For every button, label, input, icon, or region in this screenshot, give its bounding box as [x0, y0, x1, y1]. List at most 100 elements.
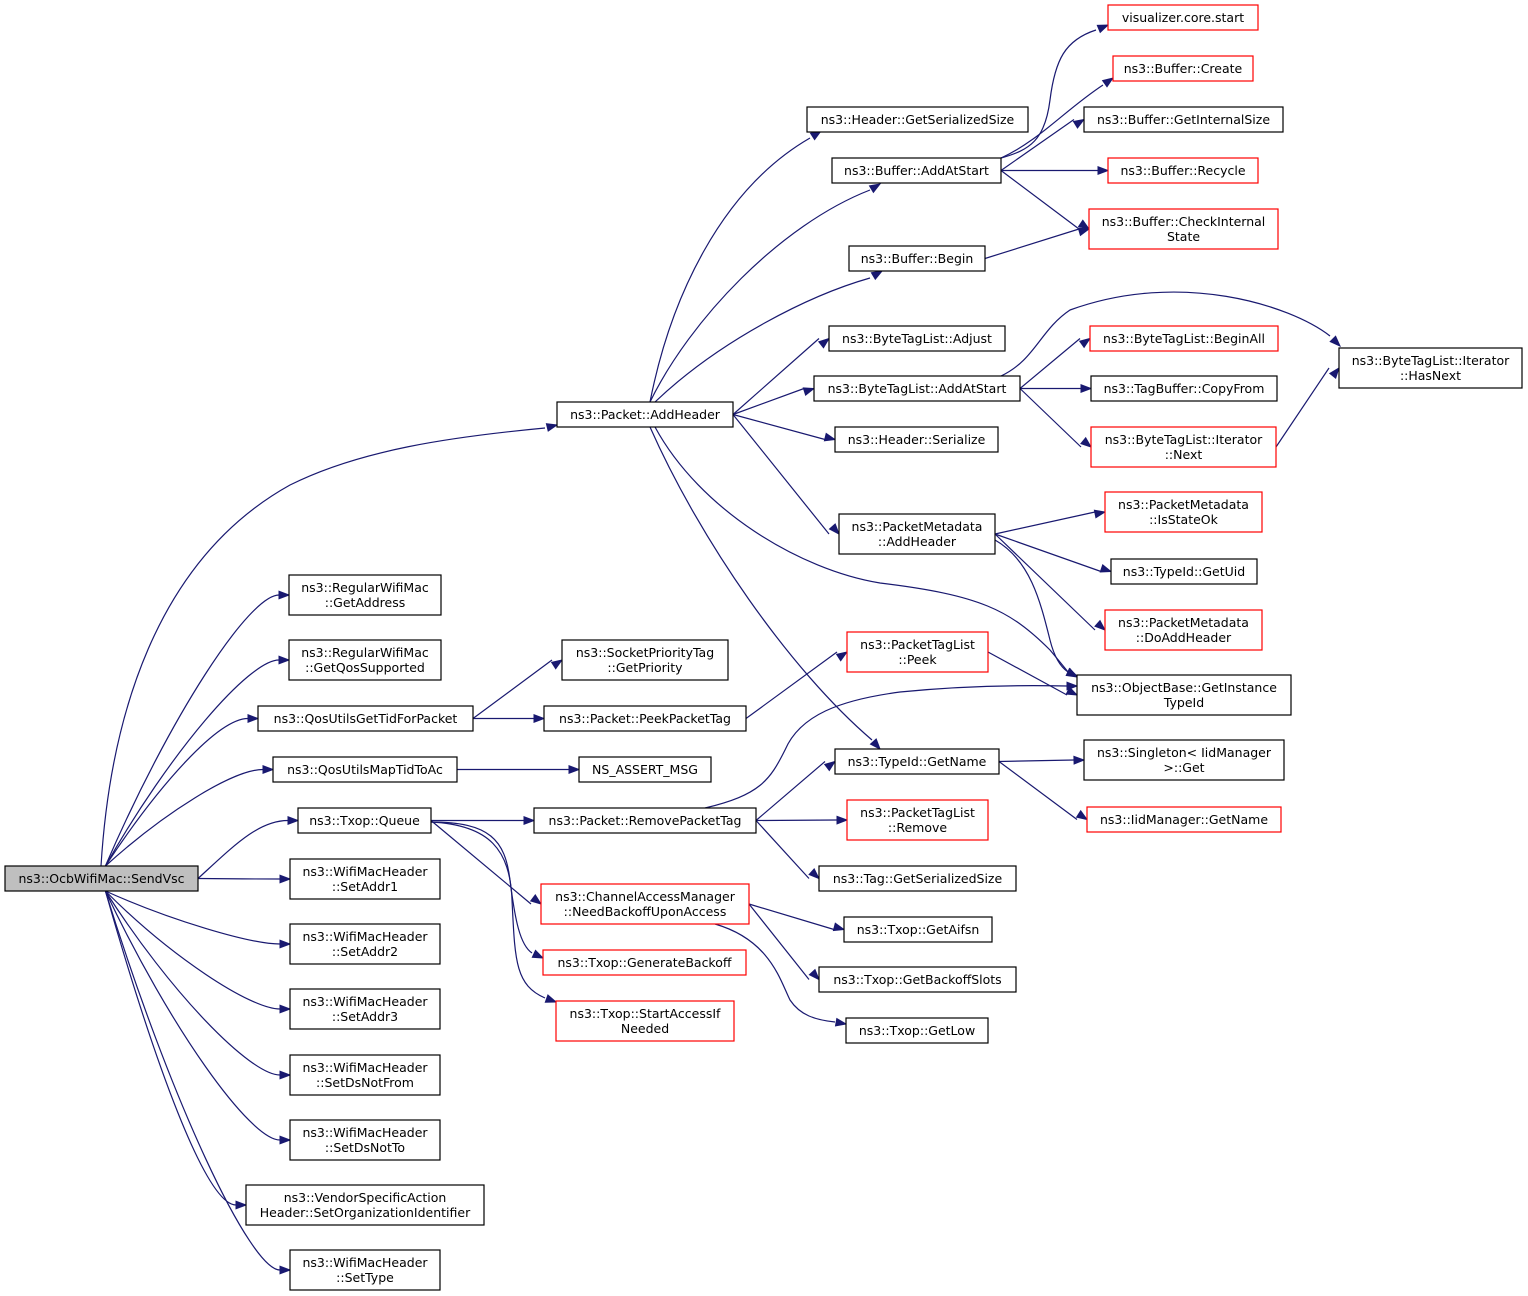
- node-hdrserialize-box: [834, 426, 999, 453]
- edge-peekpackettag-to-ptlpeek: [745, 651, 849, 719]
- node-bufbegin[interactable]: ns3::Buffer::Begin: [848, 245, 986, 272]
- node-vizcorestart[interactable]: visualizer.core.start: [1107, 4, 1259, 31]
- edge-btladdatstart-to-btliternext-arrowhead: [1080, 436, 1093, 448]
- node-getlow[interactable]: ns3::Txop::GetLow: [845, 1017, 989, 1044]
- node-tagbufcopy[interactable]: ns3::TagBuffer::CopyFrom: [1090, 375, 1278, 402]
- node-label-line: ::Peek: [898, 652, 937, 667]
- node-pmdoaddheader[interactable]: ns3::PacketMetadata::DoAddHeader: [1104, 609, 1263, 651]
- node-setdsnotfrom[interactable]: ns3::WifiMacHeader::SetDsNotFrom: [289, 1054, 441, 1096]
- edge-needbackoff-to-getlow: [714, 923, 848, 1027]
- node-label-line: ::SetDsNotFrom: [316, 1075, 414, 1090]
- node-btladdatstart[interactable]: ns3::ByteTagList::AddAtStart: [813, 375, 1021, 402]
- edge-qosgettid-to-sockprio-arrowhead: [550, 659, 564, 670]
- node-setaddr3[interactable]: ns3::WifiMacHeader::SetAddr3: [289, 988, 441, 1030]
- node-bufgetinternal[interactable]: ns3::Buffer::GetInternalSize: [1083, 106, 1284, 133]
- edge-removepackettag-to-taggetser-arrowhead: [808, 868, 821, 880]
- node-vendorsetorg[interactable]: ns3::VendorSpecificActionHeader::SetOrga…: [245, 1184, 485, 1226]
- node-sendvsc[interactable]: ns3::OcbWifiMac::SendVsc: [4, 865, 199, 892]
- node-label-line: ::GetAddress: [325, 595, 405, 610]
- node-peekpackettag[interactable]: ns3::Packet::PeekPacketTag: [543, 705, 747, 732]
- node-getaifsn[interactable]: ns3::Txop::GetAifsn: [843, 916, 993, 943]
- node-label-line: ::SetAddr2: [332, 944, 398, 959]
- edge-sendvsc-to-setdsnotto-arrowhead: [279, 1135, 292, 1145]
- node-bufbegin-box: [848, 245, 986, 272]
- node-getaddress-box: [288, 574, 442, 616]
- edge-typeidgetname-to-iidgetname-arrowhead: [1075, 809, 1089, 821]
- node-btlbeginall[interactable]: ns3::ByteTagList::BeginAll: [1089, 325, 1279, 352]
- edge-addheader-to-btladjust: [732, 337, 831, 415]
- node-bufaddatstart[interactable]: ns3::Buffer::AddAtStart: [831, 157, 1002, 184]
- node-settype[interactable]: ns3::WifiMacHeader::SetType: [289, 1249, 441, 1291]
- edge-typeidgetname-to-singletonget: [998, 755, 1086, 765]
- node-btladjust-box: [828, 325, 1006, 352]
- node-genbackoff-box: [542, 949, 747, 976]
- node-getbackoffslots[interactable]: ns3::Txop::GetBackoffSlots: [818, 966, 1017, 993]
- edge-sendvsc-to-setaddr3-arrowhead: [279, 1004, 292, 1014]
- node-getaddress[interactable]: ns3::RegularWifiMac::GetAddress: [288, 574, 442, 616]
- node-txopqueue[interactable]: ns3::Txop::Queue: [297, 807, 432, 834]
- node-qosgettid[interactable]: ns3::QosUtilsGetTidForPacket: [257, 705, 474, 732]
- node-label-line: ns3::TypeId::GetUid: [1123, 564, 1245, 579]
- edge-sendvsc-to-qosgettid: [104, 713, 260, 867]
- node-label-line: ::SetAddr3: [332, 1009, 398, 1024]
- node-label-line: ns3::Buffer::Recycle: [1120, 163, 1245, 178]
- node-btladjust[interactable]: ns3::ByteTagList::Adjust: [828, 325, 1006, 352]
- node-nsassert[interactable]: NS_ASSERT_MSG: [578, 756, 712, 783]
- edge-sendvsc-to-getqossupported: [104, 655, 291, 867]
- edge-bufaddatstart-to-vizcorestart-line: [1000, 29, 1097, 159]
- node-label-line: ::GetQosSupported: [305, 660, 425, 675]
- edge-removepackettag-to-objgetinst: [704, 681, 1079, 809]
- node-label-line: visualizer.core.start: [1122, 10, 1244, 25]
- node-setaddr2[interactable]: ns3::WifiMacHeader::SetAddr2: [289, 923, 441, 965]
- edge-removepackettag-to-taggetser-line: [755, 820, 810, 879]
- node-setdsnotto[interactable]: ns3::WifiMacHeader::SetDsNotTo: [289, 1119, 441, 1161]
- edge-sendvsc-to-setaddr1-line: [197, 877, 281, 880]
- node-pmaddheader[interactable]: ns3::PacketMetadata::AddHeader: [838, 513, 996, 555]
- edge-pmaddheader-to-pmdoaddheader-line: [994, 533, 1096, 631]
- edge-bufaddatstart-to-bufrecycle: [1001, 165, 1110, 176]
- node-hdrgetser[interactable]: ns3::Header::GetSerializedSize: [806, 106, 1029, 133]
- node-bufcheck-box: [1088, 208, 1279, 250]
- node-taggetser[interactable]: ns3::Tag::GetSerializedSize: [818, 865, 1017, 892]
- node-typeidgetuid[interactable]: ns3::TypeId::GetUid: [1110, 558, 1258, 585]
- edge-addheader-to-hdrserialize-line: [732, 413, 826, 441]
- edge-removepackettag-to-taggetser: [755, 820, 821, 880]
- node-setaddr1[interactable]: ns3::WifiMacHeader::SetAddr1: [289, 858, 441, 900]
- node-bufrecycle[interactable]: ns3::Buffer::Recycle: [1107, 157, 1259, 184]
- node-needbackoff[interactable]: ns3::ChannelAccessManager::NeedBackoffUp…: [540, 883, 750, 925]
- node-removepackettag[interactable]: ns3::Packet::RemovePacketTag: [533, 807, 757, 834]
- node-label-line: ns3::Txop::Queue: [309, 813, 420, 828]
- node-btliterhasnext[interactable]: ns3::ByteTagList::Iterator::HasNext: [1338, 347, 1523, 389]
- node-qosmaptid-box: [272, 756, 458, 783]
- node-sockprio[interactable]: ns3::SocketPriorityTag::GetPriority: [561, 639, 729, 681]
- node-removepackettag-box: [533, 807, 757, 834]
- node-getqossupported[interactable]: ns3::RegularWifiMac::GetQosSupported: [288, 639, 442, 681]
- edge-sendvsc-to-setaddr2: [105, 890, 292, 949]
- edge-ptlpeek-to-objgetinst: [987, 651, 1079, 696]
- edge-removepackettag-to-ptlremove: [755, 815, 849, 825]
- node-addheader[interactable]: ns3::Packet::AddHeader: [556, 401, 734, 428]
- edge-sendvsc-to-settype-line: [104, 890, 281, 1271]
- edge-txopqueue-to-needbackoff-arrowhead: [529, 894, 543, 905]
- node-hdrserialize[interactable]: ns3::Header::Serialize: [834, 426, 999, 453]
- node-typeidgetname[interactable]: ns3::TypeId::GetName: [834, 748, 1000, 775]
- edge-addheader-to-hdrgetser: [649, 130, 823, 403]
- node-label-line: ns3::VendorSpecificAction: [284, 1190, 447, 1205]
- node-ptlremove[interactable]: ns3::PacketTagList::Remove: [846, 799, 989, 841]
- node-btliternext[interactable]: ns3::ByteTagList::Iterator::Next: [1090, 426, 1277, 468]
- edge-addheader-to-typeidgetname-arrowhead: [869, 738, 881, 751]
- edge-bufaddatstart-to-bufcreate-line: [1000, 84, 1104, 159]
- node-singletonget[interactable]: ns3::Singleton< IidManager>::Get: [1083, 739, 1285, 781]
- node-genbackoff[interactable]: ns3::Txop::GenerateBackoff: [542, 949, 747, 976]
- node-pmisstateok[interactable]: ns3::PacketMetadata::IsStateOk: [1104, 491, 1263, 533]
- node-ptlpeek[interactable]: ns3::PacketTagList::Peek: [846, 631, 989, 673]
- node-label-line: ns3::WifiMacHeader: [302, 864, 428, 879]
- node-qosmaptid[interactable]: ns3::QosUtilsMapTidToAc: [272, 756, 458, 783]
- edge-sendvsc-to-qosmaptid-line: [104, 768, 264, 867]
- edge-txopqueue-to-startaccess-line: [430, 821, 546, 999]
- node-iidgetname[interactable]: ns3::IidManager::GetName: [1086, 806, 1282, 833]
- node-bufcreate[interactable]: ns3::Buffer::Create: [1112, 55, 1254, 82]
